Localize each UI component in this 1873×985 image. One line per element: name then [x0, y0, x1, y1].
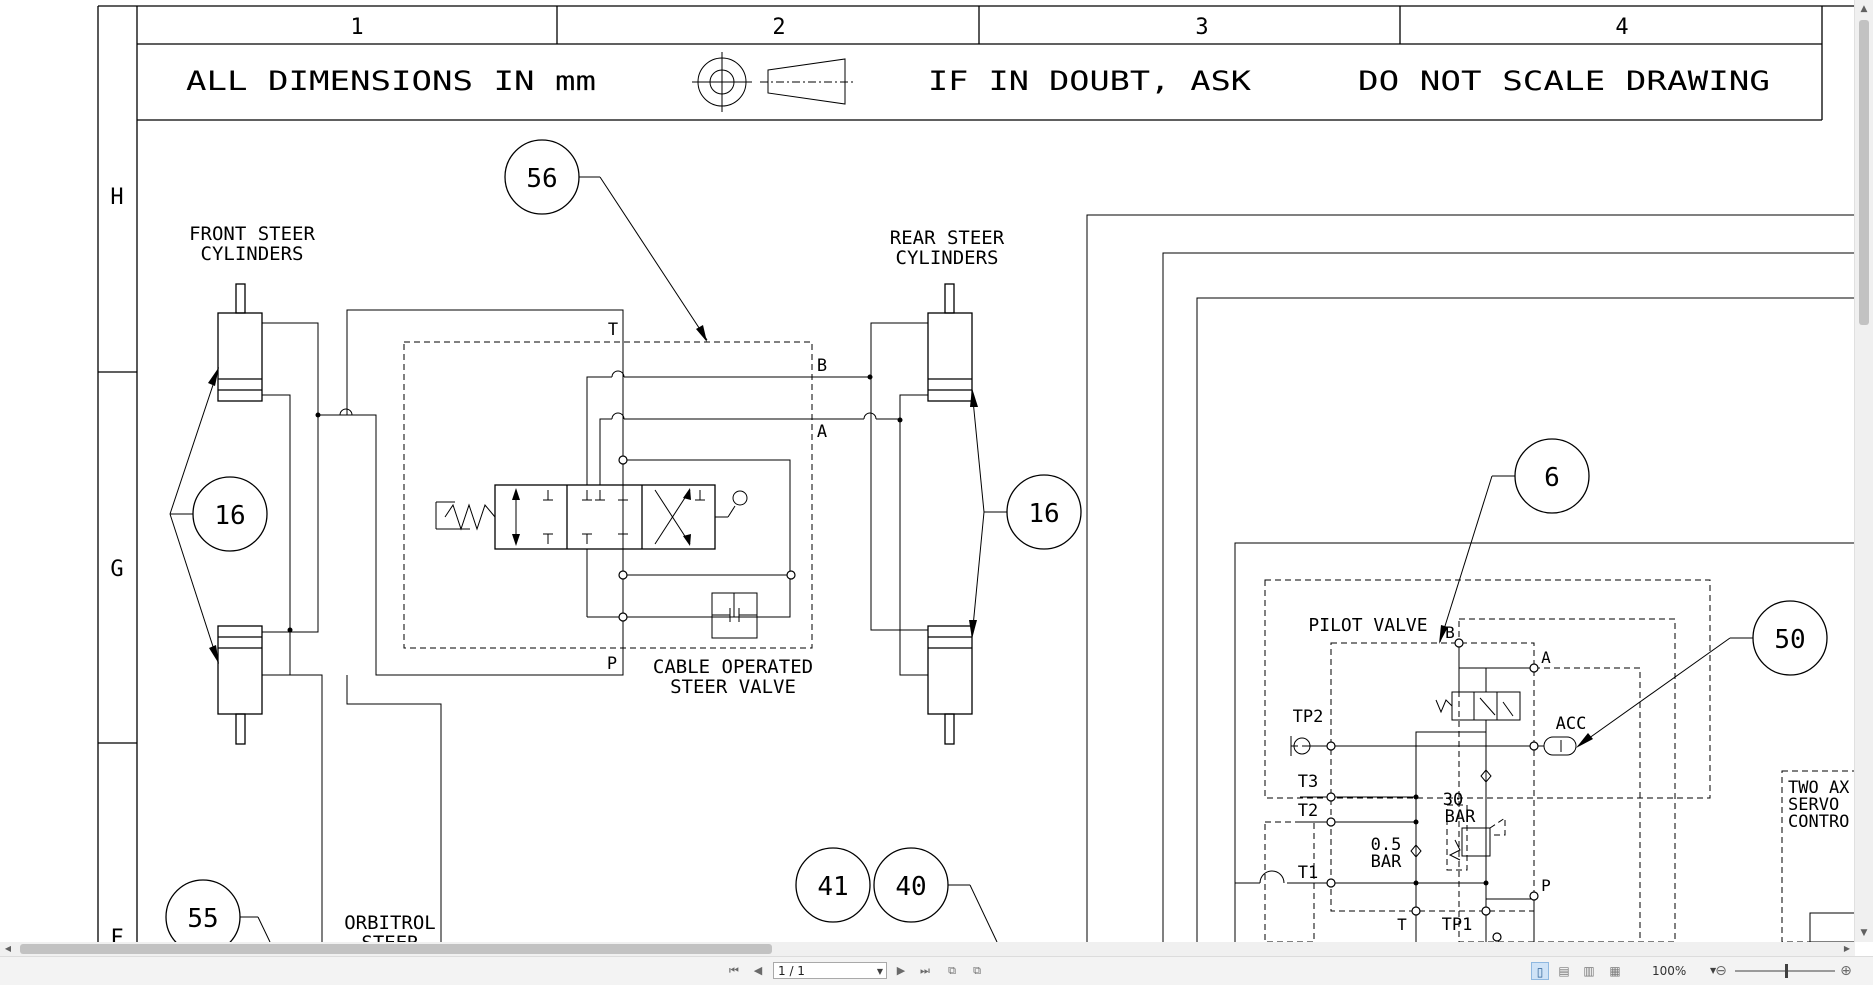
svg-text:40: 40: [895, 872, 926, 902]
column-label-2: 2: [772, 15, 785, 40]
label-acc: ACC: [1556, 714, 1587, 734]
horizontal-scrollbar[interactable]: ◀ ▶: [0, 942, 1855, 956]
label-30-bar-unit: BAR: [1445, 807, 1476, 827]
page-number-select[interactable]: 1 / 1 ▼: [773, 962, 887, 979]
label-30-bar: 30: [1443, 790, 1463, 810]
zoom-out-icon[interactable]: ⊖: [1715, 963, 1727, 979]
next-page-icon[interactable]: ▶: [896, 964, 906, 977]
label-pv-A: A: [1541, 648, 1551, 667]
svg-text:55: 55: [187, 904, 218, 934]
column-label-4: 4: [1615, 15, 1628, 40]
label-front-steer-cylinders: CYLINDERS: [201, 243, 304, 265]
label-steer-valve: STEER VALVE: [670, 676, 796, 698]
label-two-axle-servo: SERVO: [1788, 795, 1839, 815]
continuous-facing-view-icon[interactable]: ▦: [1609, 964, 1621, 978]
balloon-16-left: 16: [169, 367, 268, 664]
label-two-axle-control: CONTRO: [1788, 812, 1849, 832]
document-viewport: 1 2 3 4 H G F ALL DIMENSIONS IN mm IF IN…: [97, 0, 1873, 942]
last-page-icon[interactable]: ⏭: [920, 964, 930, 977]
balloon-41: 41: [795, 847, 871, 923]
label-port-T: T: [608, 320, 618, 340]
svg-text:6: 6: [1544, 463, 1560, 493]
label-port-A: A: [817, 422, 827, 442]
drawing-frame: [97, 5, 1855, 942]
svg-text:41: 41: [817, 872, 848, 902]
pilot-valve-circuit: [1086, 214, 1855, 942]
vertical-scroll-thumb[interactable]: [1859, 20, 1869, 325]
note-dimensions: ALL DIMENSIONS IN mm: [186, 66, 596, 97]
label-orbitrol: ORBITROL: [344, 912, 436, 934]
note-do-not-scale: DO NOT SCALE DRAWING: [1358, 66, 1770, 97]
label-rear-steer-cylinders: CYLINDERS: [896, 247, 999, 269]
balloon-55: 55: [165, 879, 271, 942]
label-port-P: P: [607, 654, 617, 674]
zoom-slider-thumb[interactable]: [1785, 964, 1788, 978]
column-label-3: 3: [1195, 15, 1208, 40]
zoom-dropdown-icon[interactable]: ▼: [1710, 966, 1717, 975]
label-t3: T3: [1298, 772, 1318, 792]
scroll-up-arrow-icon[interactable]: ▲: [1860, 4, 1868, 14]
label-port-B: B: [817, 356, 827, 376]
note-if-in-doubt: IF IN DOUBT, ASK: [928, 66, 1252, 97]
label-t1: T1: [1298, 863, 1318, 883]
zoom-in-icon[interactable]: ⊕: [1840, 963, 1852, 979]
next-view-icon[interactable]: ⧉: [973, 964, 981, 977]
chevron-down-icon: ▼: [876, 967, 883, 976]
balloon-6: 6: [1439, 438, 1590, 644]
svg-text:16: 16: [1028, 499, 1059, 529]
page-number-value: 1 / 1: [778, 964, 805, 978]
label-pv-T: T: [1397, 915, 1407, 934]
single-page-view-icon[interactable]: ▯: [1531, 962, 1549, 980]
label-rear-steer: REAR STEER: [890, 227, 1005, 249]
previous-view-icon[interactable]: ⧉: [948, 964, 956, 977]
label-pv-P: P: [1541, 876, 1551, 895]
label-cable-operated: CABLE OPERATED: [653, 656, 813, 678]
continuous-view-icon[interactable]: ▤: [1558, 964, 1570, 978]
label-05-bar: 0.5: [1371, 835, 1402, 855]
balloon-40: 40: [873, 847, 998, 942]
vertical-scrollbar[interactable]: ▲ ▼: [1854, 0, 1873, 942]
previous-page-icon[interactable]: ◀: [753, 964, 763, 977]
hydraulic-schematic-drawing: 1 2 3 4 H G F ALL DIMENSIONS IN mm IF IN…: [97, 5, 1855, 942]
horizontal-scroll-thumb[interactable]: [20, 944, 772, 954]
svg-text:16: 16: [214, 501, 245, 531]
rear-steer-cylinders: [870, 283, 973, 745]
label-pilot-valve: PILOT VALVE: [1308, 615, 1427, 636]
facing-pages-view-icon[interactable]: ▥: [1583, 964, 1595, 978]
first-page-icon[interactable]: ⏮: [729, 964, 739, 977]
label-t2: T2: [1298, 801, 1318, 821]
cable-operated-steer-valve: [318, 309, 903, 676]
scroll-right-arrow-icon[interactable]: ▶: [1843, 944, 1851, 953]
label-tp1: TP1: [1442, 915, 1473, 935]
label-pv-B: B: [1445, 623, 1455, 642]
label-05-bar-unit: BAR: [1371, 852, 1402, 872]
scroll-down-arrow-icon[interactable]: ▼: [1860, 928, 1868, 938]
label-two-axle: TWO AX: [1788, 778, 1850, 798]
column-label-1: 1: [350, 15, 363, 40]
orbitrol-line: [346, 675, 442, 942]
label-orbitrol-steer: STEER: [361, 932, 419, 942]
row-label-H: H: [110, 185, 123, 210]
scroll-left-arrow-icon[interactable]: ◀: [4, 944, 12, 953]
row-label-G: G: [110, 557, 123, 582]
balloon-16-right: 16: [969, 388, 1082, 639]
viewer-toolbar: ⏮ ◀ 1 / 1 ▼ ▶ ⏭ ⧉ ⧉ ▯ ▤ ▥ ▦ 100% ▼ ⊖ ⊕: [0, 956, 1873, 985]
balloon-50: 50: [1576, 600, 1828, 748]
label-tp2: TP2: [1293, 707, 1324, 727]
zoom-level[interactable]: 100%: [1652, 964, 1687, 978]
label-front-steer: FRONT STEER: [189, 223, 315, 245]
row-label-F: F: [110, 926, 123, 942]
third-angle-projection-symbol: [692, 52, 855, 112]
front-steer-cylinders: [217, 283, 323, 942]
svg-text:50: 50: [1774, 625, 1805, 655]
balloon-56: 56: [504, 139, 708, 342]
svg-text:56: 56: [526, 164, 557, 194]
